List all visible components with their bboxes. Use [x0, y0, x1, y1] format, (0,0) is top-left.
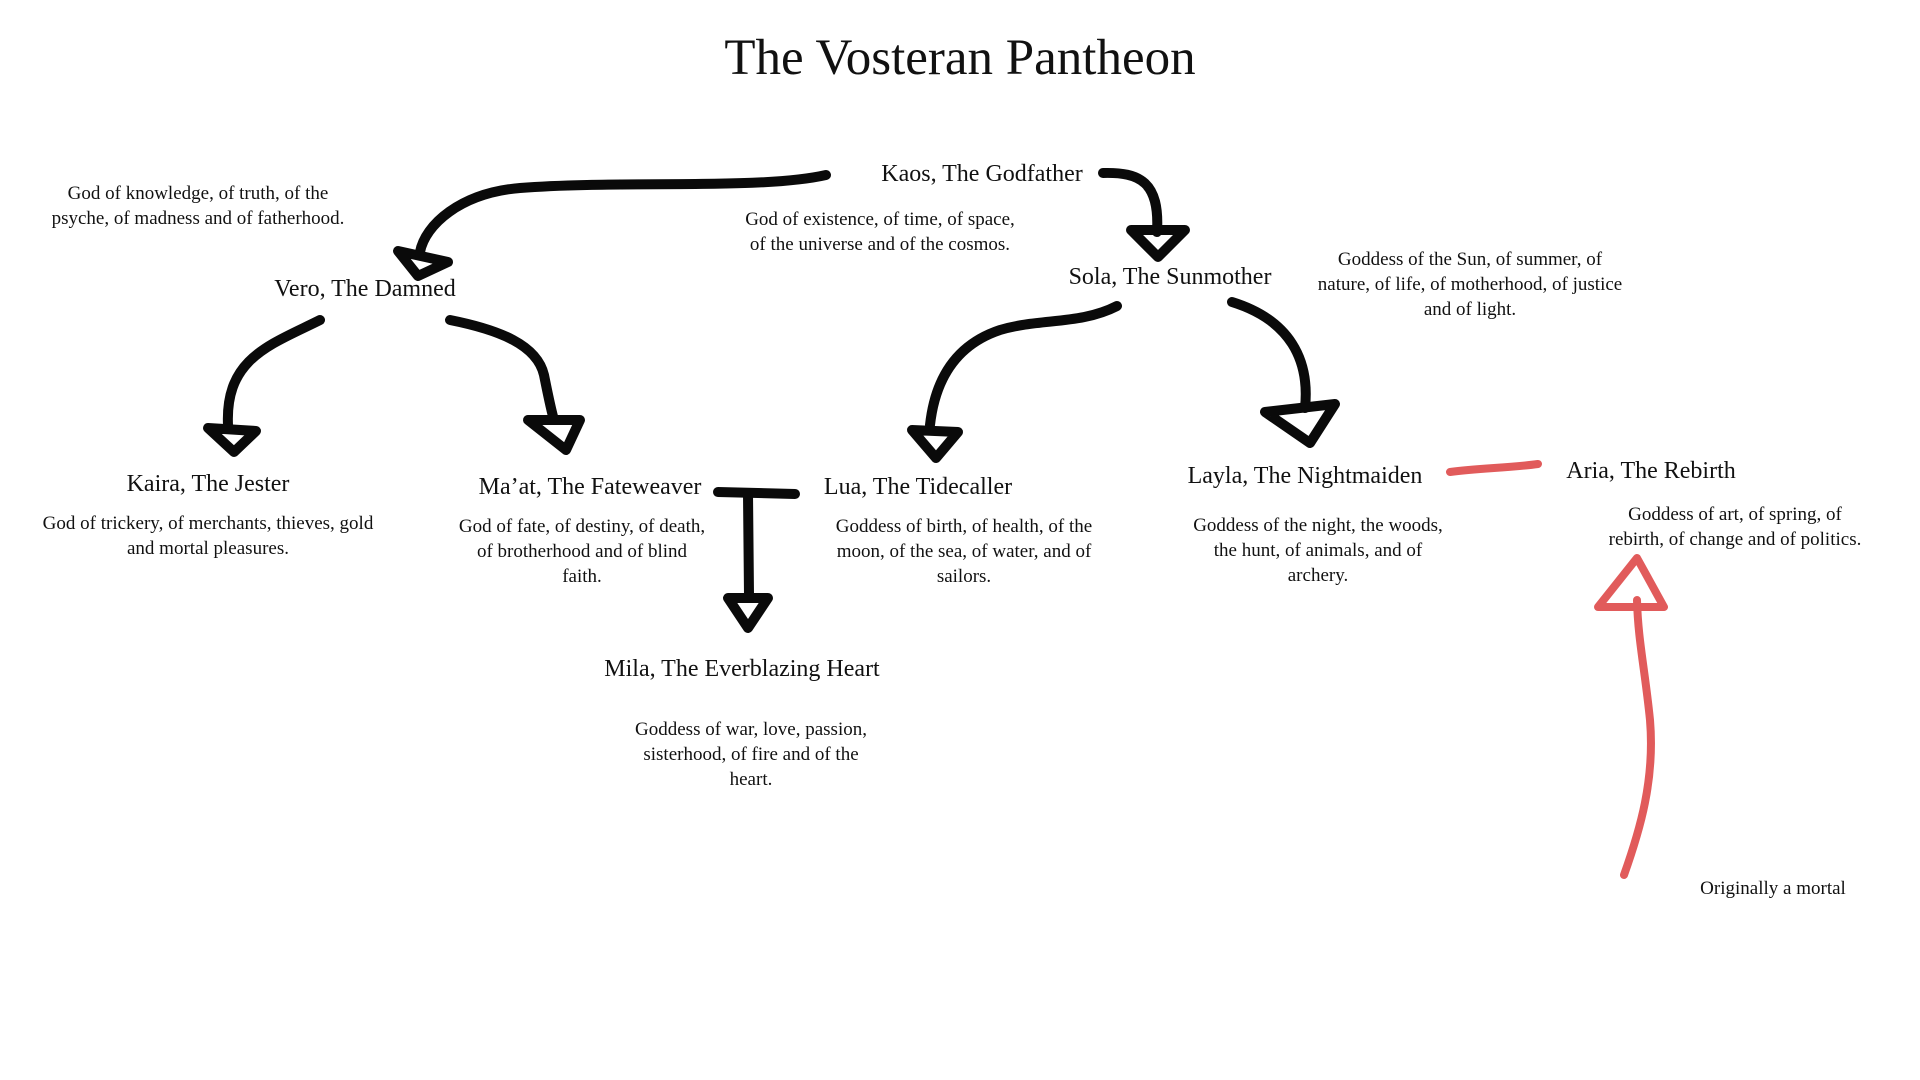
arrow-kaos-to-vero — [393, 170, 831, 281]
deity-desc-kaos: God of existence, of time, of space, of … — [745, 209, 1015, 255]
deity-desc-maat: God of fate, of destiny, of death, of br… — [458, 516, 706, 587]
arrow-kaos-to-sola — [1098, 167, 1190, 262]
page-title: The Vosteran Pantheon — [724, 30, 1196, 86]
deity-desc-aria: Goddess of art, of spring, of rebirth, o… — [1608, 504, 1862, 550]
deity-name-maat: Ma’at, The Fateweaver — [478, 474, 702, 500]
deity-desc-sola: Goddess of the Sun, of summer, of nature… — [1317, 249, 1623, 320]
link-layla-aria — [1446, 460, 1542, 476]
deity-desc-kaira: God of trickery, of merchants, thieves, … — [42, 513, 374, 559]
deity-desc-vero: God of knowledge, of truth, of the psych… — [51, 183, 345, 229]
deity-name-layla: Layla, The Nightmaiden — [1187, 463, 1423, 489]
deity-name-lua: Lua, The Tidecaller — [823, 474, 1013, 500]
arrow-vero-to-maat — [445, 315, 585, 455]
deity-name-mila: Mila, The Everblazing Heart — [604, 656, 880, 682]
deity-name-aria: Aria, The Rebirth — [1566, 458, 1736, 484]
note-aria-origin: Originally a mortal — [1700, 878, 1846, 899]
arrow-mortal-to-aria — [1594, 554, 1668, 879]
deity-desc-lua: Goddess of birth, of health, of the moon… — [835, 516, 1093, 587]
deity-desc-layla: Goddess of the night, the woods, the hun… — [1193, 515, 1443, 586]
deity-name-sola: Sola, The Sunmother — [1068, 264, 1272, 290]
deity-name-kaira: Kaira, The Jester — [126, 471, 290, 497]
deity-desc-mila: Goddess of war, love, passion, sisterhoo… — [635, 719, 867, 790]
arrow-sola-to-lua — [907, 301, 1122, 463]
deity-name-kaos: Kaos, The Godfather — [881, 161, 1083, 187]
arrow-maat-lua-to-mila — [713, 487, 800, 633]
deity-name-vero: Vero, The Damned — [274, 276, 456, 302]
arrow-vero-to-kaira — [203, 315, 325, 457]
arrow-sola-to-layla — [1227, 297, 1340, 448]
